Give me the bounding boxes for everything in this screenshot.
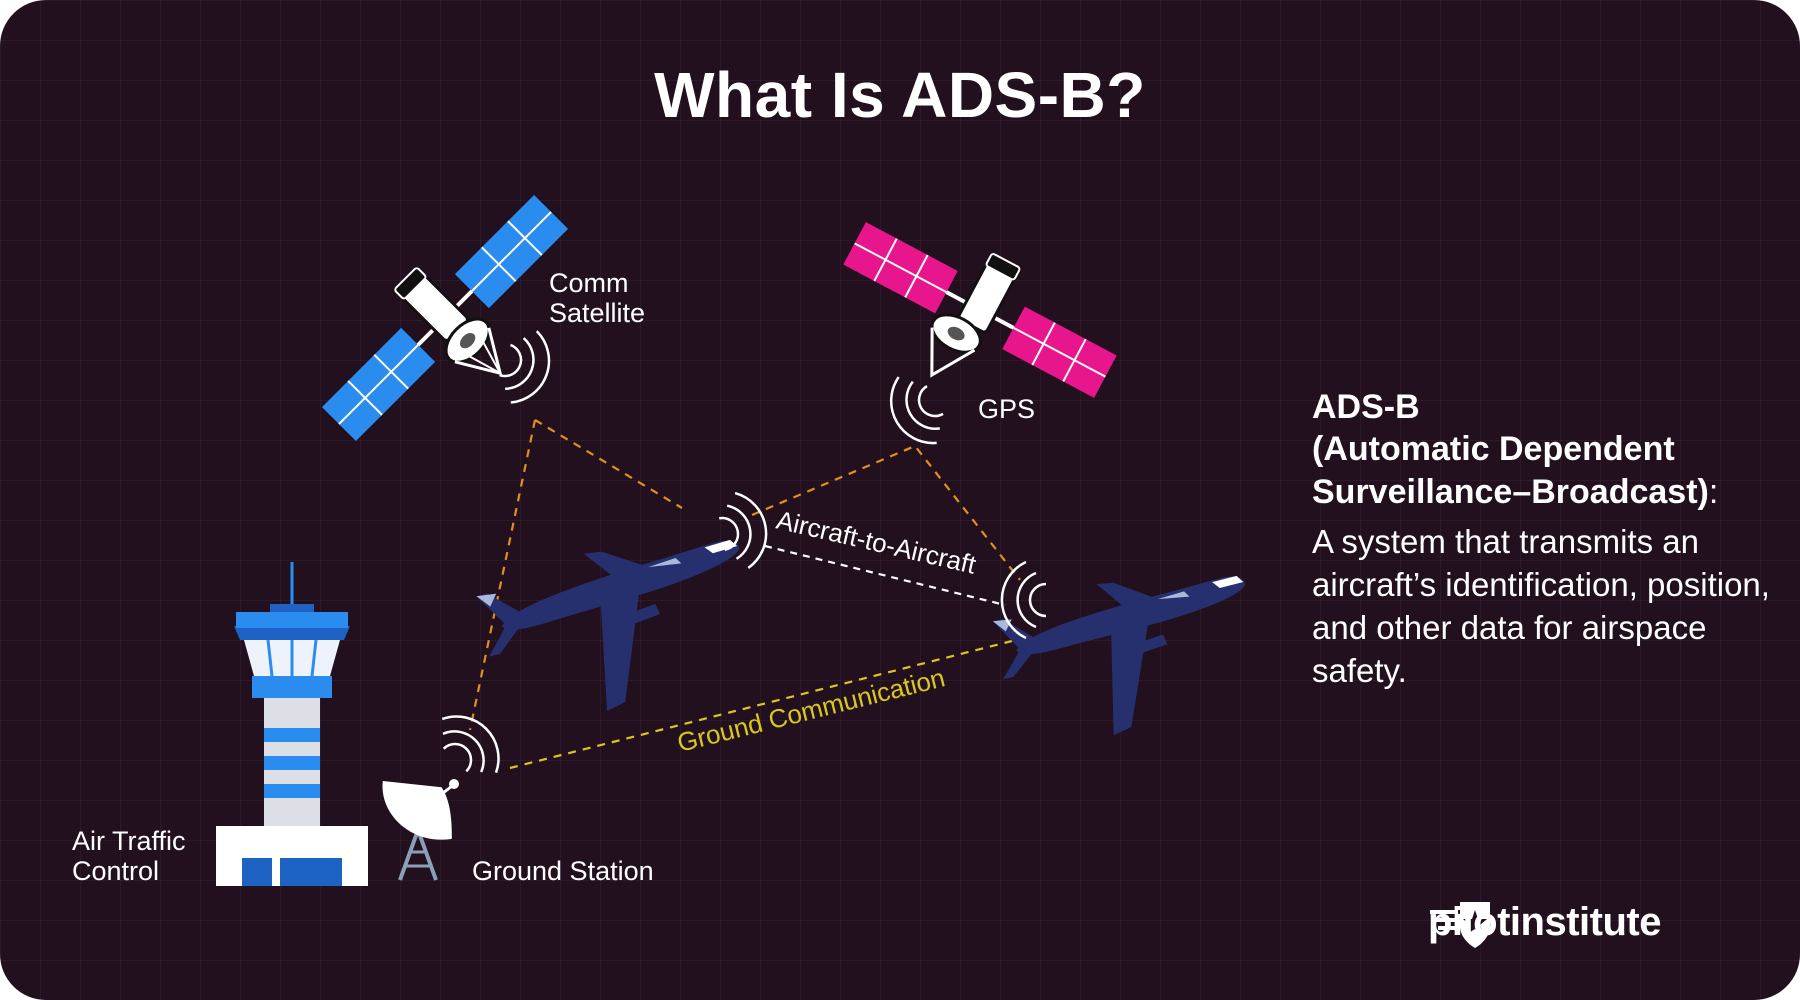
aircraft-icon [987, 553, 1271, 756]
comm-signal-icon [490, 323, 561, 413]
definition-colon: : [1708, 473, 1719, 511]
definition-description: A system that transmits an aircraft’s id… [1312, 523, 1770, 689]
definition-expansion: (Automatic Dependent Surveillance–Broadc… [1312, 428, 1782, 514]
ground-communication-label: Ground Communication [674, 662, 948, 758]
ground-station-label: Ground Station [472, 856, 654, 886]
link-aircraft-to-aircraft [764, 544, 1006, 607]
page-title: What Is ADS-B? [654, 59, 1146, 131]
air-traffic-control-label: Air Traffic Control [72, 826, 186, 886]
gps-satellite-icon [843, 222, 1117, 398]
comm-satellite-label: Comm Satellite [549, 268, 646, 328]
comm-satellite-icon [321, 194, 569, 442]
brand-name: pilotinstitute [1428, 899, 1661, 944]
aircraft-to-aircraft-label: Aircraft-to-Aircraft [774, 505, 980, 580]
brand: pilotinstitute [1428, 894, 1661, 950]
definition-panel: ADS-B (Automatic Dependent Surveillance–… [1312, 386, 1782, 692]
radar-dish-icon [382, 779, 459, 881]
definition-full-name: (Automatic Dependent Surveillance–Broadc… [1312, 430, 1709, 511]
pilot-institute-logo [1430, 902, 1490, 948]
control-tower-icon [216, 562, 368, 886]
ground-signal-icon [426, 700, 515, 789]
gps-label: GPS [978, 394, 1036, 424]
link-comm-to-aircraft1 [534, 419, 683, 509]
gps-signal-icon [876, 365, 956, 457]
link-comm-to-ground [468, 419, 537, 731]
link-gps-to-aircraft [751, 444, 1021, 581]
definition-term: ADS-B [1312, 388, 1420, 426]
link-ground-communication [509, 639, 1013, 770]
